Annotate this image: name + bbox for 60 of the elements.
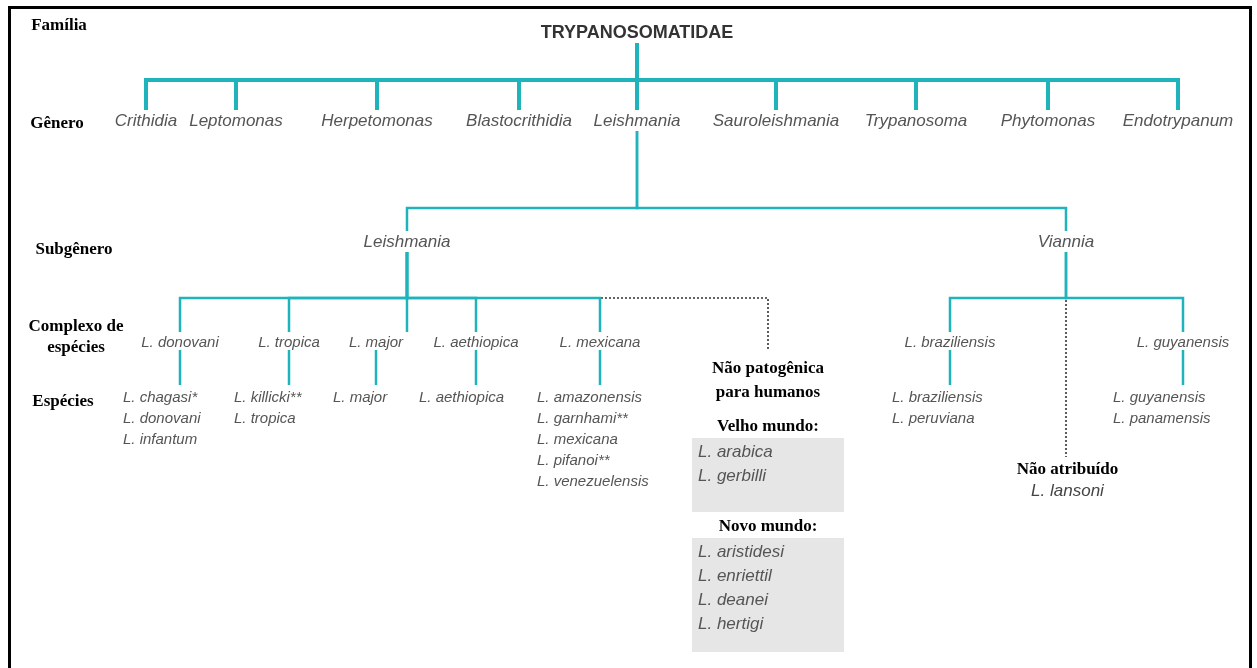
species-label: L. garnhami**: [537, 408, 629, 428]
species-label: L. infantum: [123, 429, 199, 449]
complex-label: L. aethiopica: [421, 333, 531, 350]
taxon-label: Leishmania: [587, 111, 687, 131]
taxon-label: Sauroleishmania: [703, 111, 849, 131]
tree-connector: [287, 350, 291, 385]
family-label: TRYPANOSOMATIDAE: [527, 22, 747, 43]
tree-connector: [374, 350, 378, 385]
species-label: L. panamensis: [1113, 408, 1212, 428]
group-heading: Novo mundo:: [717, 515, 819, 537]
taxon-label: Blastocrithidia: [449, 111, 589, 131]
species-label: L. tropica: [234, 408, 297, 428]
species-label: L. braziliensis: [892, 387, 984, 407]
species-label: L. peruviana: [892, 408, 976, 428]
species-label: L. hertigi: [698, 613, 765, 635]
row-label: Família: [30, 14, 88, 35]
row-label: Gênero: [29, 112, 85, 133]
tree-connector: [1181, 350, 1185, 385]
panel-heading: Não patogênica para humanos: [711, 357, 825, 403]
species-label: L. mexicana: [537, 429, 619, 449]
species-label: L. amazonensis: [537, 387, 644, 407]
species-label: L. major: [333, 387, 389, 407]
taxon-label: Herpetomonas: [312, 111, 442, 131]
species-label: L. chagasi*: [123, 387, 199, 407]
tree-connector: [405, 252, 602, 332]
complex-label: L. mexicana: [545, 333, 655, 350]
group-heading: Não atribuído: [1015, 458, 1120, 480]
complex-label: L. major: [341, 333, 411, 350]
complex-label: L. braziliensis: [890, 333, 1010, 350]
row-label: Complexo de espécies: [27, 315, 125, 357]
group-heading: Velho mundo:: [716, 415, 820, 437]
tree-connector: [474, 350, 478, 385]
species-label: L. pifanoi**: [537, 450, 611, 470]
species-label: L. lansoni: [1030, 480, 1105, 502]
complex-label: L. guyanensis: [1123, 333, 1243, 350]
taxon-label: Leishmania: [352, 232, 462, 252]
row-label: Espécies: [31, 390, 95, 411]
species-label: L. enriettil: [698, 565, 773, 587]
species-label: L. deanei: [698, 589, 770, 611]
species-label: L. venezuelensis: [537, 471, 650, 491]
tree-connector: [635, 131, 1068, 231]
species-label: L. guyanensis: [1113, 387, 1207, 407]
complex-label: L. tropica: [247, 333, 331, 350]
species-label: L. arabica: [698, 441, 774, 463]
species-label: L. gerbilli: [698, 465, 768, 487]
taxon-label: Phytomonas: [993, 111, 1103, 131]
species-label: L. donovani: [123, 408, 202, 428]
tree-connector: [1064, 252, 1185, 332]
species-label: L. aristidesi: [698, 541, 786, 563]
species-label: L. aethiopica: [419, 387, 506, 407]
taxon-label: Viannia: [1026, 232, 1106, 252]
tree-connector: [178, 350, 182, 385]
row-label: Subgênero: [34, 238, 114, 259]
complex-label: L. donovani: [130, 333, 230, 350]
tree-connector: [635, 43, 1180, 110]
tree-connector: [948, 350, 952, 385]
tree-connector: [598, 350, 602, 385]
taxon-label: Endotrypanum: [1113, 111, 1243, 131]
taxon-label: Trypanosoma: [856, 111, 976, 131]
species-label: L. killicki**: [234, 387, 303, 407]
